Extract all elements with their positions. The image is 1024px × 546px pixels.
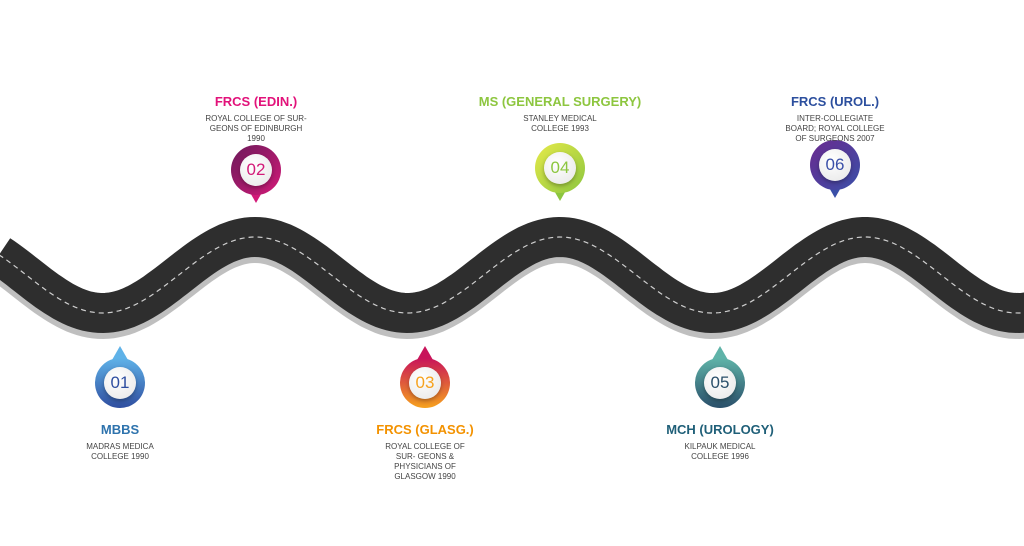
milestone-02: FRCS (EDIN.) ROYAL COLLEGE OF SUR- GEONS … (166, 94, 346, 144)
milestone-description: MADRAS MEDICA COLLEGE 1990 (86, 442, 154, 461)
milestone-pin-06: 06 (810, 140, 860, 198)
milestone-description: INTER-COLLEGIATE BOARD; ROYAL COLLEGE OF… (785, 114, 885, 143)
milestone-title: MS (GENERAL SURGERY) (478, 94, 642, 109)
pin-number: 06 (819, 149, 851, 181)
milestone-pin-03: 03 (400, 346, 450, 408)
milestone-description: KILPAUK MEDICAL COLLEGE 1996 (684, 442, 756, 461)
pin-number: 04 (544, 152, 576, 184)
pin-pointer-icon (712, 346, 728, 360)
milestone-description: ROYAL COLLEGE OF SUR- GEONS OF EDINBURGH… (205, 114, 307, 143)
milestone-pin-02: 02 (231, 145, 281, 203)
pin-number: 01 (104, 367, 136, 399)
milestone-title: FRCS (UROL.) (790, 94, 880, 109)
milestone-06: FRCS (UROL.) INTER-COLLEGIATE BOARD; ROYA… (745, 94, 925, 144)
milestone-description: ROYAL COLLEGE OF SUR- GEONS & PHYSICIANS… (385, 442, 465, 481)
pin-number: 02 (240, 154, 272, 186)
road-surface (0, 216, 1024, 334)
pin-pointer-icon (417, 346, 433, 360)
milestone-04: MS (GENERAL SURGERY) STANLEY MEDICAL COLL… (470, 94, 650, 134)
milestone-03: FRCS (GLASG.) ROYAL COLLEGE OF SUR- GEONS… (335, 422, 515, 482)
milestone-pin-01: 01 (95, 346, 145, 408)
milestone-title: FRCS (EDIN.) (214, 94, 298, 109)
milestone-title: MBBS (100, 422, 140, 437)
milestone-01: MBBS MADRAS MEDICA COLLEGE 1990 (30, 422, 210, 462)
milestone-title: FRCS (GLASG.) (376, 422, 474, 437)
pin-pointer-icon (112, 346, 128, 360)
milestone-05: MCH (UROLOGY) KILPAUK MEDICAL COLLEGE 199… (630, 422, 810, 462)
milestone-description: STANLEY MEDICAL COLLEGE 1993 (523, 114, 597, 133)
milestone-pin-04: 04 (535, 143, 585, 201)
pin-number: 03 (409, 367, 441, 399)
milestone-pin-05: 05 (695, 346, 745, 408)
milestone-title: MCH (UROLOGY) (666, 422, 774, 437)
pin-number: 05 (704, 367, 736, 399)
